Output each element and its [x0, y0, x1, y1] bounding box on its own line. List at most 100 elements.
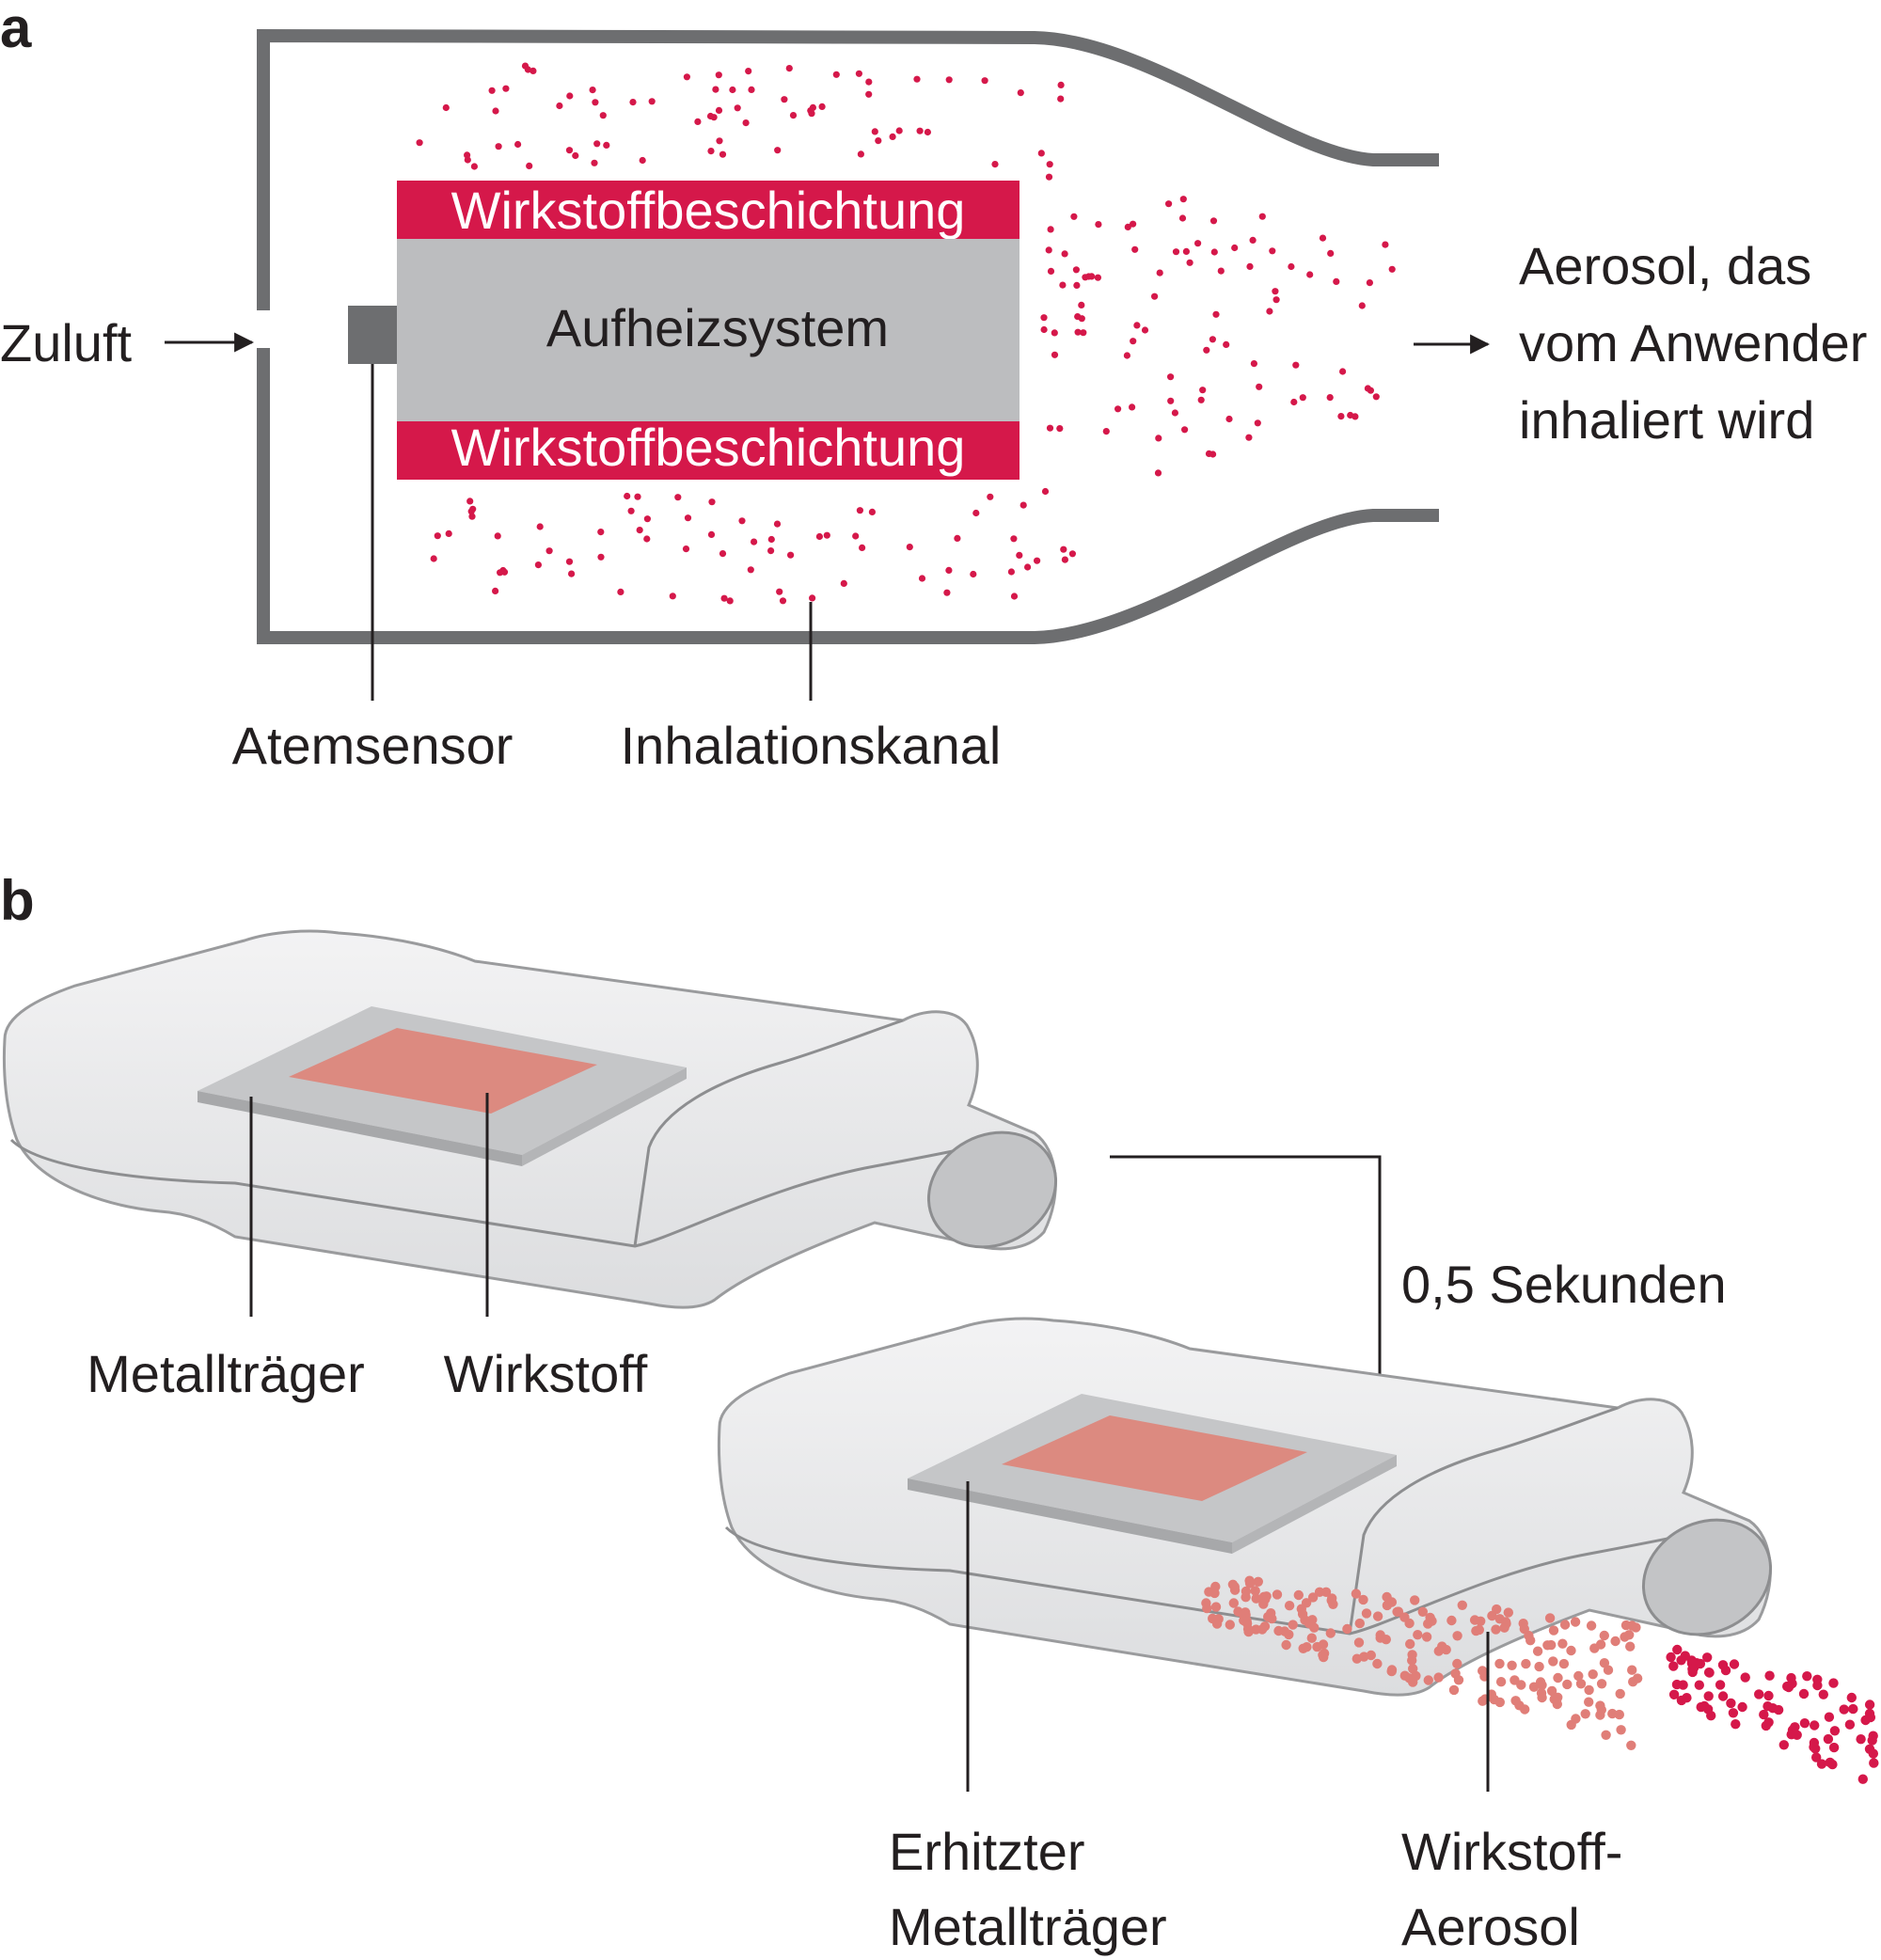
aerosol-droplet: [1342, 1623, 1352, 1635]
aerosol-droplet: [1860, 1715, 1871, 1726]
aerosol-droplet: [1241, 1592, 1251, 1603]
aerosol-label-line-2: Aerosol: [1401, 1897, 1580, 1956]
aerosol-particle: [707, 530, 716, 539]
aerosol-particle: [636, 527, 643, 534]
aerosol-droplet: [1491, 1624, 1501, 1635]
aerosol-droplet: [1672, 1644, 1683, 1655]
aerosol-droplet: [1423, 1675, 1434, 1685]
aerosol-droplet: [1839, 1704, 1849, 1715]
aerosol-droplet: [1864, 1699, 1875, 1710]
aerosol-droplet: [1358, 1594, 1368, 1605]
aerosol-particle: [1364, 385, 1371, 392]
aerosol-particle: [1061, 250, 1068, 258]
aerosol-droplet: [1676, 1655, 1686, 1666]
aerosol-particle: [970, 570, 977, 578]
aerosol-droplet: [1764, 1670, 1775, 1681]
inhaler-after-mouthpiece: [1641, 1518, 1773, 1636]
aerosol-particle: [534, 561, 543, 569]
aerosol-droplet: [1737, 1701, 1747, 1713]
aerosol-particle: [1337, 413, 1345, 420]
panel-b: b Metallträger Wirkstoff 0,5 Sekunden: [0, 869, 1879, 1956]
aerosol-particle: [683, 73, 691, 81]
aerosol-particle: [1151, 292, 1159, 300]
aerosol-particle: [416, 139, 423, 147]
aerosol-particle: [1292, 361, 1300, 369]
aerosol-particle: [1172, 248, 1180, 256]
aerosol-particle: [889, 133, 896, 140]
aerosol-particle: [634, 493, 641, 500]
aerosol-droplet: [1802, 1671, 1812, 1682]
aerosol-droplet: [1626, 1740, 1636, 1751]
aerosol-droplet: [1258, 1599, 1269, 1609]
aerosol-particle: [1056, 425, 1064, 433]
aerosol-droplet: [1284, 1601, 1295, 1611]
aerosol-droplet: [1288, 1620, 1298, 1630]
aerosol-droplet: [1359, 1652, 1369, 1662]
aerosol-droplet: [1570, 1617, 1581, 1627]
aerosol-droplet: [1300, 1615, 1310, 1625]
aerosol-particle: [1231, 244, 1239, 252]
aerosol-particle: [832, 71, 840, 78]
aerosol-droplet: [1599, 1630, 1610, 1641]
aerosol-particle: [1178, 214, 1187, 222]
aerosol-particle: [818, 103, 826, 110]
aerosol-droplet: [1546, 1685, 1557, 1697]
aerosol-droplet: [1782, 1681, 1793, 1692]
aerosol-droplet: [1281, 1639, 1291, 1651]
aerosol-droplet: [1816, 1759, 1827, 1769]
aerosol-particle: [809, 594, 816, 602]
aerosol-droplet: [1553, 1672, 1563, 1683]
aerosol-particle: [871, 128, 878, 135]
aerosol-particle: [1266, 308, 1273, 315]
heater-label: Aufheizsystem: [546, 298, 889, 357]
aerosol-particle: [1131, 245, 1139, 253]
aerosol-droplet: [1867, 1735, 1877, 1746]
aerosol-particle: [684, 514, 692, 522]
aerosol-droplet: [1261, 1591, 1272, 1602]
aerosol-particle: [514, 140, 522, 149]
aerosol-particle: [1358, 302, 1366, 309]
aerosol-particle: [597, 553, 605, 561]
aerosol-particle: [1114, 405, 1122, 413]
aerosol-particle: [1156, 269, 1163, 277]
aerosol-droplet: [1208, 1613, 1218, 1624]
heated-carrier-side: [1232, 1455, 1397, 1554]
aerosol-droplet: [1580, 1709, 1590, 1719]
aerosol-droplet: [1306, 1633, 1318, 1643]
remaining-drug-film: [1002, 1415, 1307, 1501]
aerosol-particle: [1017, 89, 1024, 97]
aerosol-droplet: [1307, 1592, 1319, 1603]
aerosol-particle: [445, 530, 452, 538]
panel-a: a Wirkstoffbeschichtung Aufheizsystem Wi…: [0, 0, 1867, 775]
aerosol-droplet: [1687, 1667, 1698, 1678]
aerosol-particle: [865, 90, 873, 98]
aerosol-droplet: [1474, 1624, 1485, 1636]
coating-top-label: Wirkstoffbeschichtung: [451, 181, 966, 240]
aerosol-particle: [1181, 426, 1189, 434]
aerosol-particle: [556, 102, 563, 110]
aerosol-droplet: [1293, 1589, 1304, 1601]
aerosol-particle: [627, 507, 635, 514]
aerosol-particle: [773, 520, 782, 528]
aerosol-particle: [840, 579, 847, 588]
aerosol-particle: [720, 594, 728, 602]
sensor-label: Atemsensor: [232, 716, 514, 775]
aerosol-droplet: [1666, 1652, 1676, 1663]
aerosol-particle: [987, 493, 994, 500]
aerosol-droplet: [1225, 1620, 1236, 1630]
aerosol-particle: [1102, 428, 1110, 435]
aerosol-particle: [751, 538, 758, 545]
aerosol-particle: [1339, 368, 1347, 375]
aerosol-droplet: [1446, 1615, 1457, 1626]
coating-top-layer: [397, 181, 1020, 239]
aerosol-particle: [1080, 329, 1087, 337]
aerosol-droplet: [1596, 1704, 1607, 1715]
panel-b-tag: b: [0, 869, 35, 932]
aerosol-particle: [856, 507, 864, 514]
aerosol-droplet: [1244, 1578, 1256, 1589]
aerosol-droplet: [1558, 1658, 1570, 1669]
aerosol-droplet: [1857, 1774, 1869, 1784]
aerosol-particle: [738, 517, 746, 525]
aerosol-droplet: [1726, 1698, 1736, 1709]
